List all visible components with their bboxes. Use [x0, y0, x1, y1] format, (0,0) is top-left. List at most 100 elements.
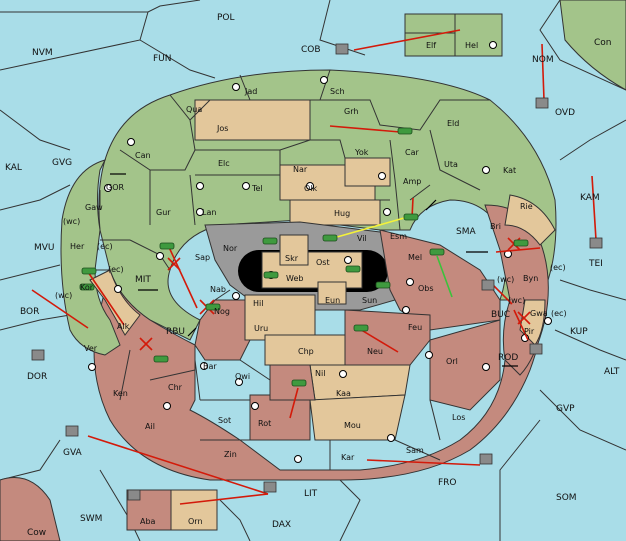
label-gvp: GVP — [556, 404, 575, 414]
army-unit[interactable] — [429, 248, 445, 256]
internal-borders — [95, 69, 490, 470]
label-gvg: GVG — [52, 158, 72, 168]
label-kup: KUP — [570, 327, 588, 337]
label-byn: Byn — [523, 274, 538, 283]
region-ver-peninsula[interactable] — [60, 159, 121, 356]
label-bor: BOR — [20, 307, 39, 317]
army-unit[interactable] — [375, 281, 391, 289]
label-obs: Obs — [418, 284, 434, 293]
army-unit[interactable] — [345, 265, 361, 273]
region-cow[interactable] — [0, 477, 61, 541]
label-rbu: RBU — [166, 327, 185, 337]
order-arrow — [31, 289, 89, 329]
army-unit[interactable] — [262, 237, 278, 245]
label-nom: NOM — [532, 55, 554, 65]
label-chr: Chr — [168, 383, 183, 392]
fleet-units — [31, 43, 603, 501]
army-unit[interactable] — [159, 242, 175, 250]
label-feu: Feu — [408, 323, 422, 332]
label-sch: Sch — [330, 87, 345, 96]
label-lan: Lan — [202, 208, 216, 217]
order-arrow — [167, 244, 198, 309]
region-skr[interactable] — [279, 234, 309, 266]
label-elf: Elf — [426, 41, 436, 50]
fleet-unit[interactable] — [335, 43, 349, 55]
label-kor-ec: (ec) — [108, 265, 124, 274]
army-unit[interactable] — [291, 379, 307, 387]
region-rie[interactable] — [504, 194, 556, 246]
label-tel: Tel — [251, 184, 263, 193]
label-kat: Kat — [503, 166, 516, 175]
label-uta: Uta — [444, 160, 458, 169]
fleet-unit[interactable] — [479, 453, 493, 465]
label-rod: ROD — [498, 353, 518, 363]
order-arrow — [591, 175, 597, 241]
region-hil-uru[interactable] — [244, 294, 316, 341]
supply-centers — [88, 41, 552, 463]
label-alt: ALT — [604, 367, 620, 377]
fleet-unit[interactable] — [589, 237, 603, 249]
order-arrow — [289, 387, 299, 419]
connection-arrows — [110, 173, 518, 367]
region-rot[interactable] — [249, 394, 311, 441]
label-jos: Jos — [216, 124, 228, 133]
label-qua: Qua — [186, 105, 202, 114]
label-fro: FRO — [438, 478, 457, 488]
label-gor: GOR — [106, 183, 124, 192]
army-unit[interactable] — [353, 324, 369, 332]
army-unit[interactable] — [322, 234, 338, 242]
order-arrow — [357, 327, 399, 353]
region-hug[interactable] — [289, 199, 381, 226]
region-alk[interactable] — [89, 269, 141, 336]
label-hel: Hel — [465, 41, 478, 50]
label-nog: Nog — [214, 307, 230, 316]
fleet-unit[interactable] — [263, 481, 277, 493]
army-unit[interactable] — [205, 303, 221, 311]
army-unit[interactable] — [79, 283, 95, 291]
label-buc-wc: (wc) — [508, 296, 525, 305]
region-eun[interactable] — [317, 281, 347, 305]
order-arrow — [366, 459, 481, 466]
label-los: Los — [452, 413, 465, 422]
label-sot: Sot — [218, 416, 231, 425]
order-arrow — [179, 493, 269, 505]
region-feu-neu[interactable] — [344, 309, 431, 366]
label-uru: Uru — [254, 324, 268, 333]
army-unit[interactable] — [397, 127, 413, 135]
label-con: Con — [594, 38, 612, 48]
label-hug: Hug — [334, 209, 350, 218]
fleet-unit[interactable] — [535, 97, 549, 109]
label-nil: Nil — [315, 369, 325, 378]
region-hel[interactable] — [454, 13, 503, 57]
fleet-unit[interactable] — [127, 489, 141, 501]
label-byn-ec: (ec) — [550, 263, 566, 272]
region-orn[interactable] — [170, 489, 218, 531]
label-gva: GVA — [63, 448, 83, 458]
label-mit: MIT — [135, 275, 151, 285]
label-dax: DAX — [272, 520, 291, 530]
label-eun: Eun — [325, 296, 340, 305]
label-neu: Neu — [367, 347, 383, 356]
fleet-unit[interactable] — [65, 425, 79, 437]
army-unit[interactable] — [263, 271, 279, 279]
region-jos[interactable] — [194, 99, 311, 141]
army-units — [79, 127, 529, 387]
fleet-unit[interactable] — [481, 279, 495, 291]
order-arrow — [87, 435, 269, 495]
region-mou[interactable] — [309, 394, 406, 441]
army-unit[interactable] — [403, 213, 419, 221]
region-orl[interactable] — [429, 319, 501, 411]
army-unit[interactable] — [153, 355, 169, 363]
label-buc: BUC — [491, 310, 510, 320]
label-nvm: NVM — [32, 48, 53, 58]
label-chp: Chp — [298, 347, 314, 356]
army-unit[interactable] — [81, 267, 97, 275]
fleet-unit[interactable] — [529, 343, 543, 355]
order-arrow — [491, 283, 513, 305]
fleet-unit[interactable] — [31, 349, 45, 361]
army-unit[interactable] — [513, 239, 529, 247]
label-lit: LIT — [304, 489, 318, 499]
label-kal: KAL — [5, 163, 22, 173]
